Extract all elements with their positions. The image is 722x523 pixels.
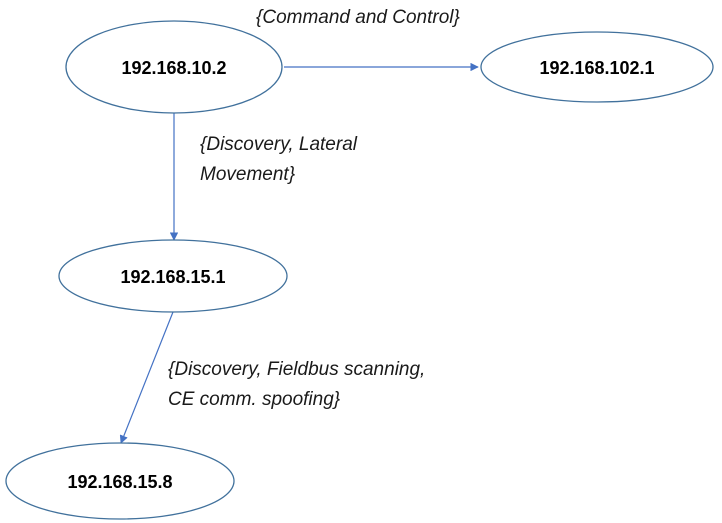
- edge-label-line: {Discovery, Fieldbus scanning,: [168, 359, 425, 380]
- node-label: 192.168.102.1: [539, 58, 654, 78]
- node-ellipse: [65, 20, 283, 114]
- edge-label-line: CE comm. spoofing}: [168, 389, 341, 410]
- edge-label-command-control: {Command and Control}: [256, 7, 460, 28]
- node-192-168-15-1: 192.168.15.1: [58, 239, 288, 313]
- edge-label-discovery-lateral: {Discovery, Lateral Movement}: [200, 134, 362, 185]
- node-ellipse: [480, 31, 714, 103]
- node-192-168-10-2: 192.168.10.2: [65, 20, 283, 114]
- edge-label-line: Movement}: [200, 164, 296, 185]
- node-192-168-102-1: 192.168.102.1: [480, 31, 714, 103]
- node-label: 192.168.15.8: [67, 472, 172, 492]
- edge-label-line: {Discovery, Lateral: [200, 134, 358, 155]
- node-label: 192.168.15.1: [120, 267, 225, 287]
- node-ellipse: [58, 239, 288, 313]
- node-ellipse: [5, 442, 235, 520]
- edge-label-discovery-fieldbus: {Discovery, Fieldbus scanning, CE comm. …: [168, 359, 431, 410]
- edge-label-line: {Command and Control}: [256, 7, 460, 28]
- node-label: 192.168.10.2: [121, 58, 226, 78]
- edge-arrow-discovery-fieldbus: [119, 311, 174, 444]
- node-192-168-15-8: 192.168.15.8: [5, 442, 235, 520]
